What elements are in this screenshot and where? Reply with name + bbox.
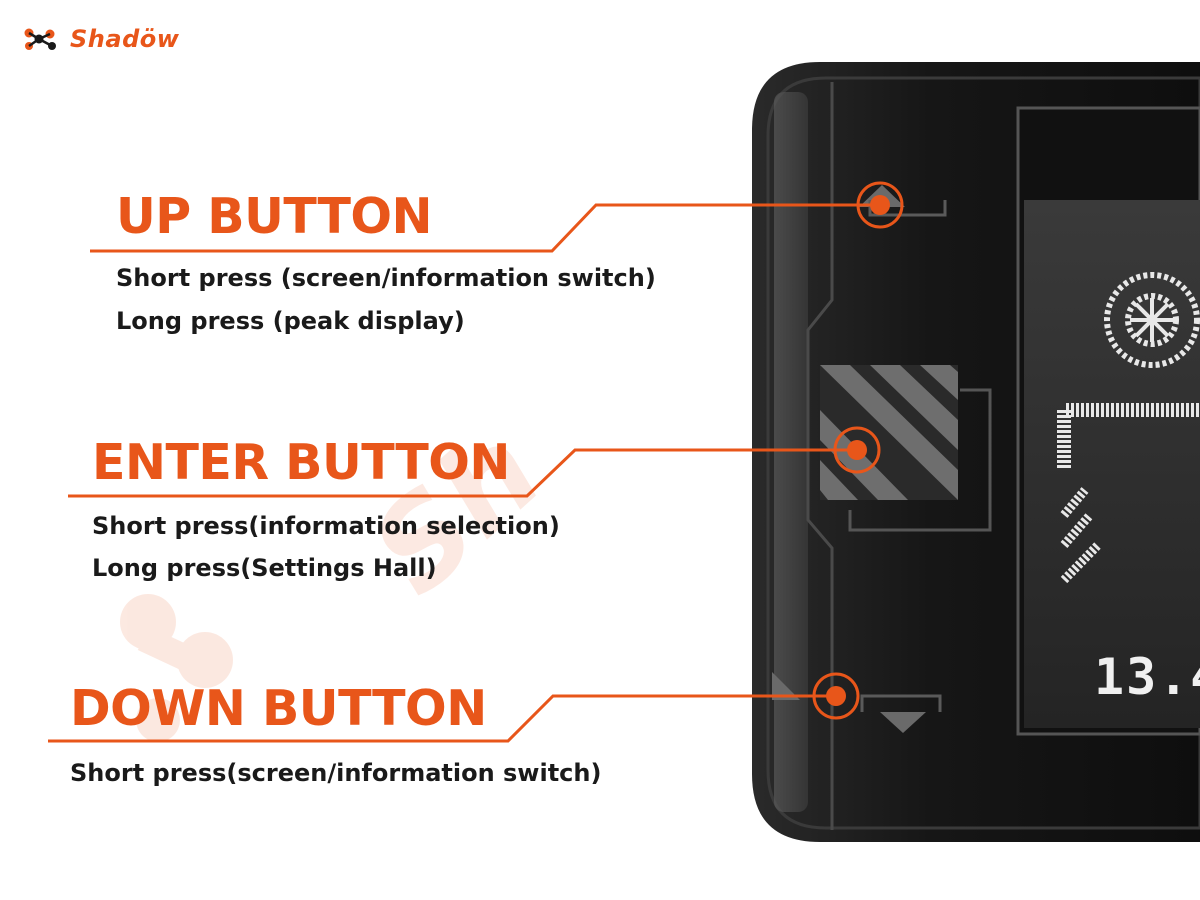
device-bevel <box>774 92 808 812</box>
down-short-press-text: Short press(screen/information switch) <box>70 759 602 787</box>
logo-molecule-icon <box>24 28 56 50</box>
screen-reading: 13.4 <box>1094 652 1200 702</box>
up-button-title: UP BUTTON <box>116 188 433 245</box>
down-button-title: DOWN BUTTON <box>70 680 487 737</box>
brand-logo: Shadöw <box>22 22 179 56</box>
display-screen <box>1024 200 1200 728</box>
logo-text: Shadöw <box>70 25 180 53</box>
up-short-press-text: Short press (screen/information switch) <box>116 264 656 292</box>
up-long-press-text: Long press (peak display) <box>116 307 465 335</box>
enter-long-press-text: Long press(Settings Hall) <box>92 554 437 582</box>
enter-short-press-text: Short press(information selection) <box>92 512 560 540</box>
enter-button-title: ENTER BUTTON <box>92 434 510 491</box>
screen-gear-icon <box>1104 272 1200 368</box>
down-button[interactable] <box>772 672 942 733</box>
enter-button[interactable] <box>820 365 958 500</box>
